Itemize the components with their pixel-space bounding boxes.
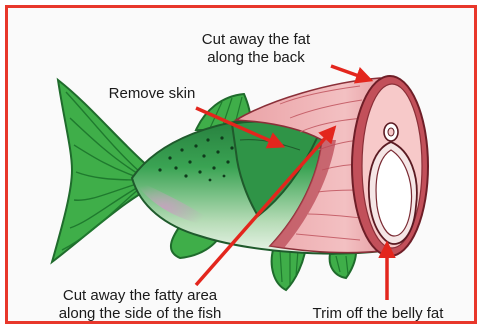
label-side-fat-line2: along the side of the fish — [59, 305, 222, 322]
back-fat-arrow — [331, 66, 370, 80]
label-side-fat-line1: Cut away the fatty area — [63, 287, 218, 304]
label-remove-skin: Remove skin — [109, 85, 196, 102]
tail-fin — [52, 80, 150, 262]
label-belly-fat: Trim off the belly fat — [313, 305, 445, 322]
label-back-fat-line1: Cut away the fat — [202, 31, 311, 48]
label-back-fat-line2: along the back — [207, 49, 305, 66]
cross-section — [352, 76, 428, 256]
